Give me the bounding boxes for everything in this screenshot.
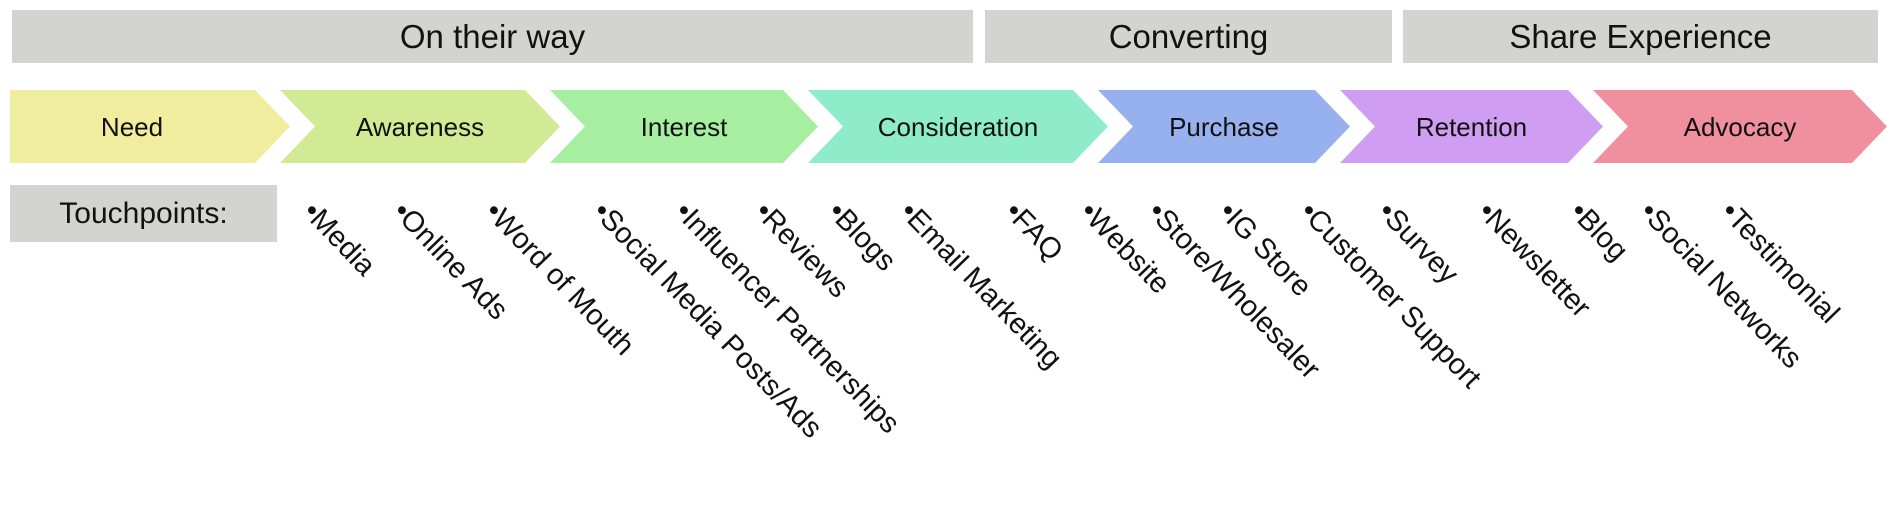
stage-label: Awareness xyxy=(355,111,485,142)
stage-label: Advocacy xyxy=(1683,111,1797,142)
phase-bar-label: Converting xyxy=(1108,18,1269,55)
stage-arrow-need: Need xyxy=(10,90,290,163)
phase-bar-label: Share Experience xyxy=(1509,18,1772,55)
stage-label: Interest xyxy=(640,111,728,142)
stage-arrow-awareness: Awareness xyxy=(280,90,560,163)
stage-arrow-interest: Interest xyxy=(550,90,818,163)
touchpoint-faq: •FAQ xyxy=(998,195,1070,268)
stage-label: Need xyxy=(100,111,164,142)
phase-bar-share-experience: Share Experience xyxy=(1403,10,1878,63)
stage-arrow-retention: Retention xyxy=(1340,90,1603,163)
phase-bar-label: On their way xyxy=(399,18,586,55)
touchpoint-label: Media xyxy=(303,203,382,283)
stage-label: Retention xyxy=(1415,111,1528,142)
touchpoints-label: Touchpoints: xyxy=(10,185,277,242)
stage-arrow-advocacy: Advocacy xyxy=(1593,90,1887,163)
stage-arrow-purchase: Purchase xyxy=(1098,90,1350,163)
touchpoint-blog: •Blog xyxy=(1563,195,1635,268)
stage-label: Purchase xyxy=(1169,111,1279,142)
touchpoint-media: •Media xyxy=(296,195,382,283)
phase-bar-converting: Converting xyxy=(985,10,1392,63)
stage-label: Consideration xyxy=(877,111,1039,142)
phase-bar-on-their-way: On their way xyxy=(12,10,973,63)
stage-arrow-consideration: Consideration xyxy=(808,90,1108,163)
